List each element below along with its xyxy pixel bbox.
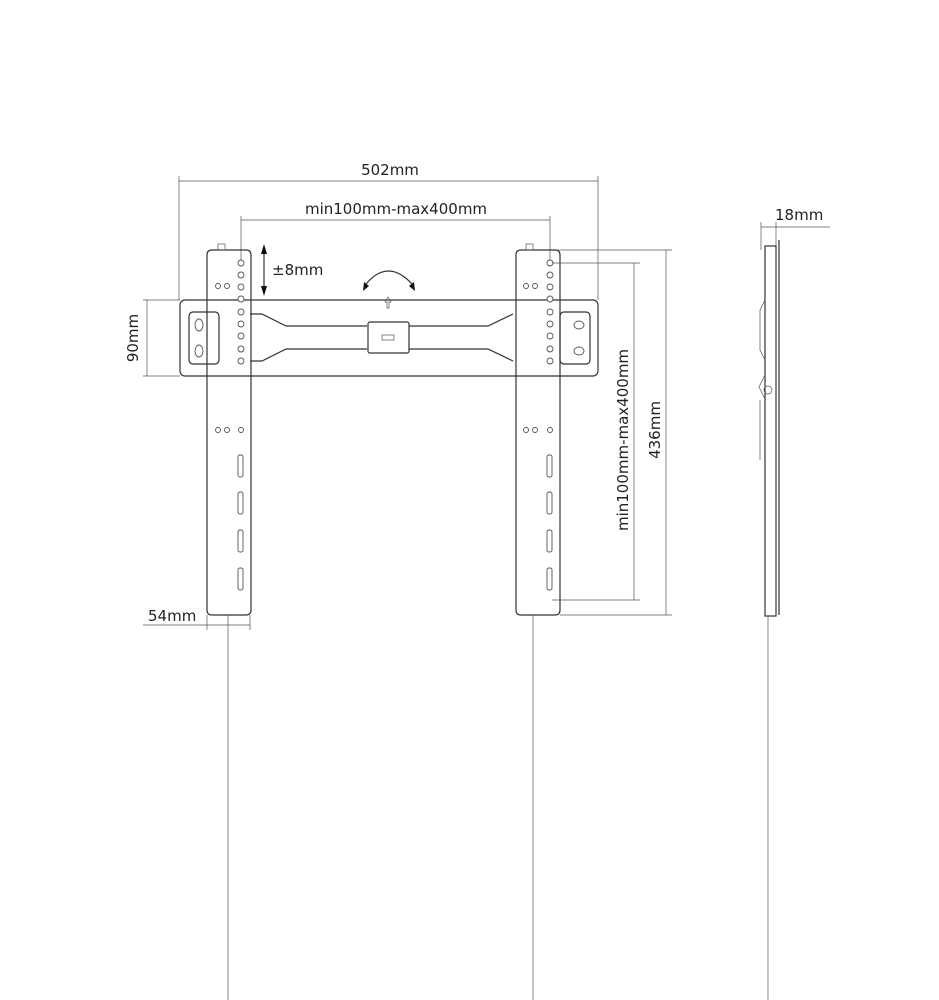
overall-width-label: 502mm	[361, 161, 419, 179]
arm-width-label: 54mm	[148, 607, 196, 625]
vesa-horizontal-dimension: min100mm-max400mm	[240, 200, 551, 262]
vesa-vertical-label: min100mm-max400mm	[614, 349, 632, 531]
arm-width-dimension: 54mm	[143, 607, 251, 630]
overall-height-label: 436mm	[646, 401, 664, 459]
wall-rail-plate	[179, 296, 599, 377]
vertical-adjust-dimension: ±8mm	[261, 244, 323, 296]
vesa-vertical-dimension: min100mm-max400mm	[552, 262, 640, 601]
overall-width-dimension: 502mm	[178, 161, 599, 300]
tilt-arrow-icon	[363, 270, 415, 291]
rail-height-dimension: 90mm	[124, 299, 180, 377]
vertical-adjust-label: ±8mm	[272, 261, 323, 279]
rail-height-label: 90mm	[124, 314, 142, 362]
left-vertical-arm	[206, 243, 252, 1000]
side-view: 18mm	[758, 206, 830, 1000]
vesa-horizontal-label: min100mm-max400mm	[305, 200, 487, 218]
right-vertical-arm	[515, 243, 561, 1000]
depth-label: 18mm	[775, 206, 823, 224]
overall-height-dimension: 436mm	[556, 249, 672, 616]
